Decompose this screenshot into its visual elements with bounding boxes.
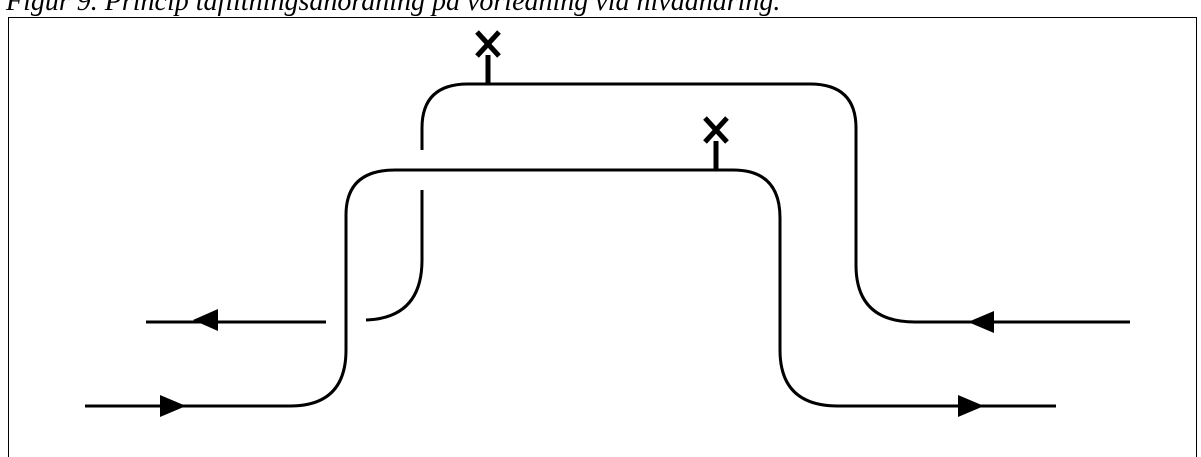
- detector-upper-icon: [475, 30, 501, 84]
- arrow-left-upper-icon: [193, 309, 218, 331]
- upper-route-descend: [365, 190, 424, 322]
- arrow-right-lower-right-icon: [958, 395, 984, 417]
- arrow-right-lower-left-icon: [160, 395, 186, 417]
- upper-route-line: [420, 82, 1130, 324]
- figure-caption: Figur 9. Princip tåfiltningsanordning på…: [6, 0, 781, 17]
- detector-lower-icon: [703, 116, 729, 170]
- lower-route-line: [85, 168, 1056, 408]
- arrow-left-right-icon: [968, 311, 994, 333]
- figure-frame: [8, 17, 1197, 457]
